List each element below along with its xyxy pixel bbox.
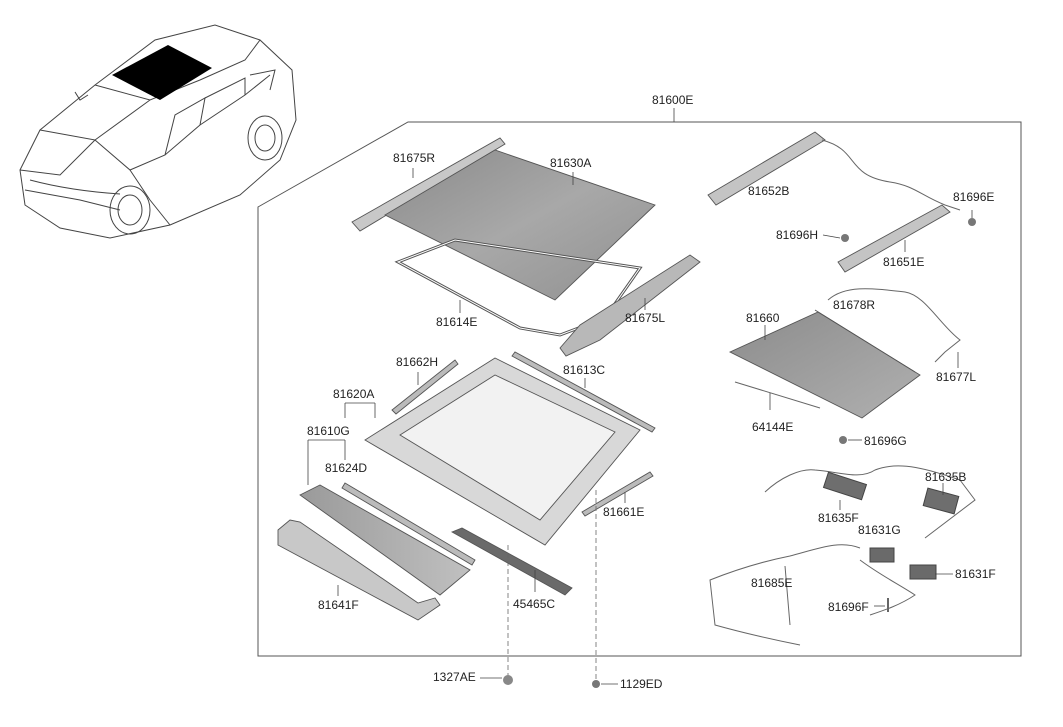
part-81624D-strip xyxy=(341,482,476,566)
label-81614E: 81614E xyxy=(436,315,477,329)
label-81652B: 81652B xyxy=(748,184,789,198)
part-81661E-strip xyxy=(581,471,654,517)
label-81630A: 81630A xyxy=(550,156,591,170)
part-45465C-drain xyxy=(450,527,573,596)
assembly-label: 81600E xyxy=(652,93,693,107)
part-81641F-seal xyxy=(277,519,441,621)
label-81610G: 81610G xyxy=(307,424,350,438)
label-81685E: 81685E xyxy=(751,576,792,590)
assembly-frame xyxy=(257,121,1022,657)
part-81696H-screw xyxy=(841,234,849,242)
part-81660-sunshade xyxy=(728,311,921,419)
vehicle-illustration xyxy=(19,24,297,239)
label-64144E: 64144E xyxy=(752,420,793,434)
label-81651E: 81651E xyxy=(883,255,924,269)
label-81635F: 81635F xyxy=(818,511,859,525)
label-81660: 81660 xyxy=(746,311,780,325)
part-81662H-strip xyxy=(391,359,459,415)
label-81675L: 81675L xyxy=(625,311,665,325)
part-81675L-shape xyxy=(559,254,701,357)
label-81624D: 81624D xyxy=(325,461,367,475)
part-81675R-shape xyxy=(351,137,506,232)
part-81685E-harness xyxy=(709,544,916,646)
label-81675R: 81675R xyxy=(393,151,435,165)
label-81696G: 81696G xyxy=(864,434,907,448)
part-81678R-81677L-cable xyxy=(827,288,961,363)
part-81696E-screw xyxy=(968,218,976,226)
label-81696E: 81696E xyxy=(953,190,994,204)
label-1129ED: 1129ED xyxy=(620,677,663,691)
label-81677L: 81677L xyxy=(936,370,976,384)
label-81631F: 81631F xyxy=(955,567,996,581)
label-81678R: 81678R xyxy=(833,298,875,312)
label-81661E: 81661E xyxy=(603,505,644,519)
vehicle-roof-glass-highlight xyxy=(112,45,212,100)
label-81620A: 81620A xyxy=(333,387,374,401)
label-81662H: 81662H xyxy=(396,355,438,369)
label-45465C: 45465C xyxy=(513,597,555,611)
part-64144E-strip xyxy=(734,381,821,409)
label-81641F: 81641F xyxy=(318,598,359,612)
label-81613C: 81613C xyxy=(563,363,605,377)
part-1327AE-grommet xyxy=(503,675,513,685)
part-81631G-module xyxy=(869,547,895,563)
part-1129ED-bolt xyxy=(592,680,600,688)
part-81613C-strip xyxy=(511,351,656,433)
part-81635B-cable xyxy=(764,465,976,539)
part-81630A-glass xyxy=(384,149,656,301)
label-81635B: 81635B xyxy=(925,470,966,484)
label-81696F: 81696F xyxy=(828,600,869,614)
part-81651E-rail xyxy=(837,204,951,273)
part-81696G-screw xyxy=(839,436,847,444)
part-81652B-rail xyxy=(707,131,826,206)
label-81631G: 81631G xyxy=(858,523,901,537)
part-81610G-deflector xyxy=(299,484,471,596)
label-1327AE: 1327AE xyxy=(433,670,476,684)
part-81631F-module xyxy=(909,564,937,580)
label-81696H: 81696H xyxy=(776,228,818,242)
